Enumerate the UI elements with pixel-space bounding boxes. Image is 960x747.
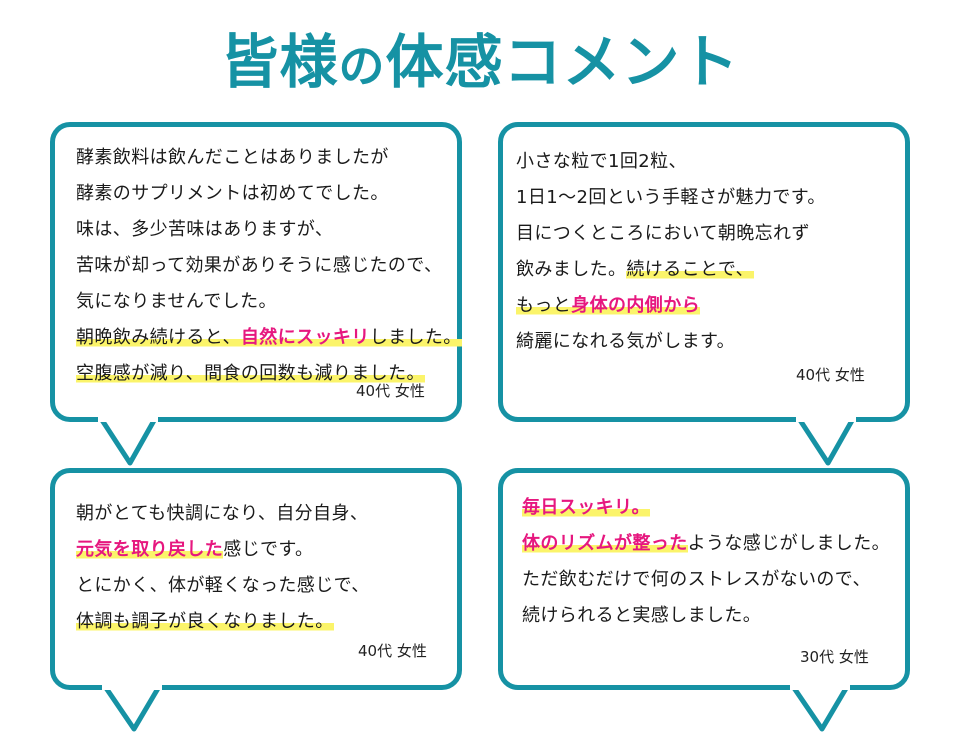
comment-text-segment: 続けられると実感しました。 — [522, 605, 762, 626]
comment-text-segment: 小さな粒で1回2粒、 — [516, 151, 687, 172]
comment-3-text: 朝がとても快調になり、自分自身、元気を取り戻した感じです。とにかく、体が軽くなっ… — [76, 496, 370, 640]
comment-line: 酵素のサプリメントは初めてでした。 — [76, 176, 462, 212]
marked-text: しました。 — [369, 327, 462, 348]
comment-1-text: 酵素飲料は飲んだことはありましたが酵素のサプリメントは初めてでした。味は、多少苦… — [76, 140, 462, 392]
comment-text-segment: 気になりませんでした。 — [76, 291, 277, 312]
comment-bubble-4-tail — [790, 685, 850, 737]
comment-text-segment: 1日1〜2回という手軽さが魅力です。 — [516, 187, 826, 208]
highlight-text: 身体の内側から — [571, 295, 701, 316]
comment-line: 気になりませんでした。 — [76, 284, 462, 320]
comment-line: 小さな粒で1回2粒、 — [516, 144, 826, 180]
comment-line: 1日1〜2回という手軽さが魅力です。 — [516, 180, 826, 216]
marked-text: 朝晩飲み続けると、 — [76, 327, 241, 348]
comment-text-segment: ただ飲むだけで何のストレスがないので、 — [522, 569, 871, 590]
comment-text-segment: 感じです。 — [223, 539, 314, 560]
highlight-text: 自然にスッキリ — [240, 327, 370, 348]
comment-3-author: 40代 女性 — [358, 642, 427, 660]
title-part-1: 皆様 — [220, 28, 339, 96]
comment-line: 毎日スッキリ。 — [522, 490, 890, 526]
comment-line: 味は、多少苦味はありますが、 — [76, 212, 462, 248]
comment-text-segment: とにかく、体が軽くなった感じで、 — [76, 575, 370, 596]
title-part-2: の — [338, 39, 386, 93]
comment-text-segment: 苦味が却って効果がありそうに感じたので、 — [76, 255, 443, 276]
title-part-3: 体感コメント — [385, 28, 740, 96]
comment-line: 体のリズムが整ったような感じがしました。 — [522, 526, 890, 562]
comment-line: 苦味が却って効果がありそうに感じたので、 — [76, 248, 462, 284]
comment-line: 飲みました。続けることで、 — [516, 252, 826, 288]
comment-line: とにかく、体が軽くなった感じで、 — [76, 568, 370, 604]
comment-line: 空腹感が減り、間食の回数も減りました。 — [76, 356, 462, 392]
highlight-text: 毎日スッキリ。 — [522, 497, 651, 518]
comment-text-segment: 酵素飲料は飲んだことはありましたが — [76, 147, 389, 168]
comment-line: 体調も調子が良くなりました。 — [76, 604, 370, 640]
comment-text-segment: 綺麗になれる気がします。 — [516, 331, 735, 352]
comment-bubble-1-tail — [98, 417, 158, 469]
comment-4-text: 毎日スッキリ。体のリズムが整ったような感じがしました。ただ飲むだけで何のストレス… — [522, 490, 890, 634]
comment-2-author: 40代 女性 — [796, 366, 865, 384]
marked-text: 空腹感が減り、間食の回数も減りました。 — [76, 363, 425, 384]
comment-line: 元気を取り戻した感じです。 — [76, 532, 370, 568]
comment-bubble-3 — [50, 468, 462, 690]
comment-line: 続けられると実感しました。 — [522, 598, 890, 634]
comment-text-segment: ような感じがしました。 — [687, 533, 891, 554]
comment-line: 目につくところにおいて朝晩忘れず — [516, 216, 826, 252]
highlight-text: 体のリズムが整った — [522, 533, 688, 554]
comment-line: もっと身体の内側から — [516, 288, 826, 324]
marked-text: 続けることで、 — [626, 259, 754, 280]
comment-text-segment: 朝がとても快調になり、自分自身、 — [76, 503, 369, 524]
comment-bubble-2-tail — [796, 417, 856, 469]
comment-line: 酵素飲料は飲んだことはありましたが — [76, 140, 462, 176]
comment-text-segment: 飲みました。 — [516, 259, 627, 280]
marked-text: もっと — [516, 295, 572, 316]
comment-text-segment: 目につくところにおいて朝晩忘れず — [516, 223, 810, 244]
comment-line: 朝晩飲み続けると、自然にスッキリしました。 — [76, 320, 462, 356]
comment-4-author: 30代 女性 — [800, 648, 869, 666]
comment-line: 綺麗になれる気がします。 — [516, 324, 826, 360]
marked-text: 体調も調子が良くなりました。 — [76, 611, 334, 632]
comment-line: 朝がとても快調になり、自分自身、 — [76, 496, 370, 532]
comment-bubble-3-tail — [102, 685, 162, 737]
comment-1-author: 40代 女性 — [356, 382, 425, 400]
highlight-text: 元気を取り戻した — [76, 539, 224, 560]
comment-line: ただ飲むだけで何のストレスがないので、 — [522, 562, 890, 598]
comment-2-text: 小さな粒で1回2粒、 1日1〜2回という手軽さが魅力です。目につくところにおいて朝… — [516, 144, 826, 360]
comment-text-segment: 酵素のサプリメントは初めてでした。 — [76, 183, 389, 204]
comment-text-segment: 味は、多少苦味はありますが、 — [76, 219, 334, 240]
page-title: 皆様の体感コメント — [0, 22, 960, 106]
